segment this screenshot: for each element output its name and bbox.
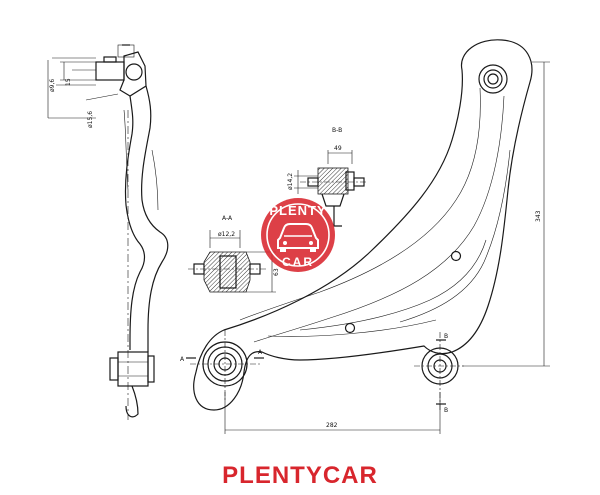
section-aa-width: 63	[273, 268, 280, 276]
section-bb-title: B-B	[332, 127, 342, 134]
mark-a-right: A	[258, 349, 263, 356]
watermark-line-2: CAR	[282, 255, 314, 269]
section-bb-diameter: ø14,2	[287, 173, 294, 190]
mark-a-left: A	[180, 356, 185, 363]
height-dimension: 343	[535, 210, 542, 222]
ball-joint-dia-3: ø15,6	[87, 111, 94, 128]
side-view	[47, 44, 169, 420]
section-aa-title: A-A	[222, 215, 233, 222]
brand-name: PLENTYCAR	[222, 462, 378, 489]
control-arm-top-view	[186, 39, 550, 434]
ball-joint-dia-2: 15	[65, 78, 72, 86]
mark-b-bottom: B	[444, 407, 448, 414]
plentycar-watermark-logo	[261, 198, 335, 272]
watermark-line-1: PLENTY	[269, 203, 326, 218]
section-aa	[188, 230, 276, 293]
mark-b-top: B	[444, 333, 448, 340]
section-bb-width: 49	[334, 145, 342, 152]
section-bb	[294, 150, 368, 227]
car-icon	[277, 223, 319, 249]
section-aa-diameter: ø12,2	[218, 231, 235, 238]
ball-joint-dia-1: ø9,6	[49, 79, 56, 92]
span-dimension: 282	[326, 422, 338, 429]
